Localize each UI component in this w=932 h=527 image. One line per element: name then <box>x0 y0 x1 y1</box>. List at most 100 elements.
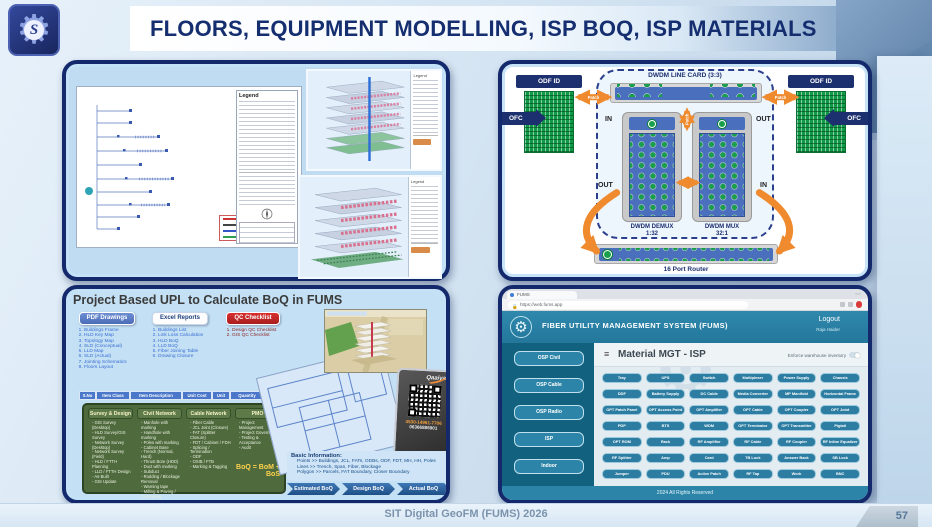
category-item: Duct with marking <box>141 464 182 470</box>
inventory-toggle[interactable] <box>849 352 860 358</box>
category-item: Milling & Paving / Concreting <box>141 489 182 500</box>
material-button[interactable]: Pigtail <box>820 421 860 431</box>
material-button[interactable]: RF Coupler <box>776 437 817 447</box>
material-button[interactable]: TB Lock <box>733 453 773 463</box>
pdf-drawings-button[interactable]: PDF Drawings <box>79 312 135 325</box>
router-port-row <box>619 248 769 261</box>
flow-step-button[interactable]: Design BoQ <box>342 483 395 495</box>
list-item: Drawing Closure <box>158 354 224 359</box>
list-item: LLD BoQ <box>158 344 224 349</box>
material-button[interactable]: Card <box>689 453 729 463</box>
bim-legend-strip: Legend <box>410 71 440 169</box>
material-button[interactable]: DC Cable <box>689 389 729 399</box>
material-button[interactable]: OPT Joint <box>820 405 860 415</box>
flow-step-button[interactable]: Actual BoQ <box>397 483 450 495</box>
dwdm-mux-module <box>692 112 752 222</box>
url-input[interactable]: 🔒 https://web.fums.app <box>508 300 748 310</box>
sidebar-item[interactable]: OSP Radio <box>514 405 584 420</box>
demux-ratio: 1:32 <box>645 231 658 237</box>
category-item: Fiber Cable <box>190 420 231 426</box>
material-button[interactable]: RF Cable <box>733 437 773 447</box>
legend-title: Legend <box>410 179 425 184</box>
flow-step-button[interactable]: Estimated BoQ <box>287 483 340 495</box>
background-strip <box>877 56 932 503</box>
category-item: GIS Update <box>92 479 133 485</box>
fums-footer: 2024 All Rights Reserved <box>502 486 868 500</box>
material-button[interactable]: OPT Transmitter <box>776 421 817 431</box>
table-header-cell: Unit <box>212 391 230 400</box>
sidebar-item[interactable]: ISP <box>514 432 584 447</box>
table-header-cell: Item Class <box>96 391 130 400</box>
category-item: HLD / FTTH Planning <box>92 459 133 470</box>
excel-reports-button[interactable]: Excel Reports <box>152 312 208 325</box>
material-button[interactable]: Jumper <box>602 469 642 479</box>
hamburger-menu-icon[interactable]: ≡ <box>604 349 610 359</box>
material-button[interactable]: OPT ROM <box>602 437 642 447</box>
material-button[interactable]: RF Tap <box>733 469 773 479</box>
material-button[interactable]: OPT Cable <box>733 405 773 415</box>
material-button[interactable]: RF Inline Equalizer <box>820 437 860 447</box>
material-button[interactable]: OPT Terminator <box>733 421 773 431</box>
material-button[interactable]: RF Splitter <box>602 453 642 463</box>
material-button[interactable]: Rack <box>645 437 686 447</box>
material-button[interactable]: Multiplexer <box>733 373 773 383</box>
browser-menu-icon[interactable]: ⋯ <box>855 292 862 298</box>
material-button[interactable]: Battery Supply <box>645 389 686 399</box>
material-button[interactable]: Active Patch <box>689 469 729 479</box>
material-button[interactable]: MP Manifold <box>776 389 817 399</box>
material-button[interactable]: Answer Back <box>776 453 817 463</box>
material-button[interactable]: Horizontal Frame <box>820 389 860 399</box>
category-item: Subduct <box>141 469 182 475</box>
dwdm-diagram-panel: ODF ID OFC ODF ID OFC DWDM LINE CARD (3:… <box>498 60 872 281</box>
material-button[interactable]: WDM <box>689 421 729 431</box>
tab-title: FUMS <box>517 291 530 297</box>
sidebar-item[interactable]: Indoor <box>514 459 584 474</box>
material-button[interactable]: OPT Patch Panel <box>602 405 642 415</box>
list-item: HLD BoQ <box>158 339 224 344</box>
material-button[interactable]: Media Converter <box>733 389 773 399</box>
dwdm-line-card <box>610 83 762 103</box>
mux-port-grid <box>699 133 745 217</box>
extension-icon[interactable] <box>847 301 853 307</box>
list-item: Buildings List <box>158 328 224 333</box>
legend-rows <box>239 101 295 173</box>
material-button[interactable]: PDP <box>602 421 642 431</box>
building-model-icon <box>326 76 405 161</box>
material-button[interactable]: DDF <box>602 389 642 399</box>
material-button[interactable]: BTS <box>645 421 686 431</box>
material-button[interactable]: RF Amplifier <box>689 437 729 447</box>
sidebar-item[interactable]: OSP Civil <box>514 351 584 366</box>
line-card-label: DWDM LINE CARD (3:3) <box>648 72 722 79</box>
list-item: SLD (Actual) <box>84 354 150 359</box>
material-button[interactable]: OPT Amplifier <box>689 405 729 415</box>
category-item: LLD / FTTH Design <box>92 469 133 475</box>
basic-information-block: Basic Information: Points >> Buildings, … <box>287 451 446 481</box>
material-button[interactable]: Chassis <box>820 373 860 383</box>
material-button[interactable]: BNC <box>820 469 860 479</box>
category-survey-design: Survey & Design GIS Survey (Desktop)HLD … <box>88 408 133 489</box>
material-button[interactable]: PDU <box>645 469 686 479</box>
material-button[interactable]: OPT Access Point <box>645 405 686 415</box>
material-button[interactable]: Switch <box>689 373 729 383</box>
odf-id-left: ODF ID <box>516 75 582 88</box>
material-button[interactable]: Amp <box>645 453 686 463</box>
material-button[interactable]: SB Lock <box>820 453 860 463</box>
sidebar-item[interactable]: OSP Cable <box>514 378 584 393</box>
list-item: Jointing Schematics <box>84 360 150 365</box>
logout-button[interactable]: Logout <box>818 316 840 323</box>
cad-drawing-sheet: Legend <box>76 86 302 248</box>
category-item: Rodding / Blockage Removal <box>141 474 182 485</box>
list-item: Buildings Frame <box>84 328 150 333</box>
bookmark-icon[interactable] <box>839 301 845 307</box>
profile-avatar[interactable] <box>855 301 862 308</box>
category-civil-network: Civil Network Manhole with markingHandho… <box>137 408 182 500</box>
material-button[interactable]: Power Supply <box>776 373 817 383</box>
material-button[interactable]: OPT Coupler <box>776 405 817 415</box>
category-item: Splicing / Termination <box>190 445 231 456</box>
material-button[interactable]: Work <box>776 469 817 479</box>
material-button[interactable]: UPS <box>645 373 686 383</box>
qc-checklist-button[interactable]: QC Checklist <box>226 312 280 325</box>
material-button[interactable]: Tray <box>602 373 642 383</box>
browser-tab[interactable]: FUMS <box>507 290 577 299</box>
